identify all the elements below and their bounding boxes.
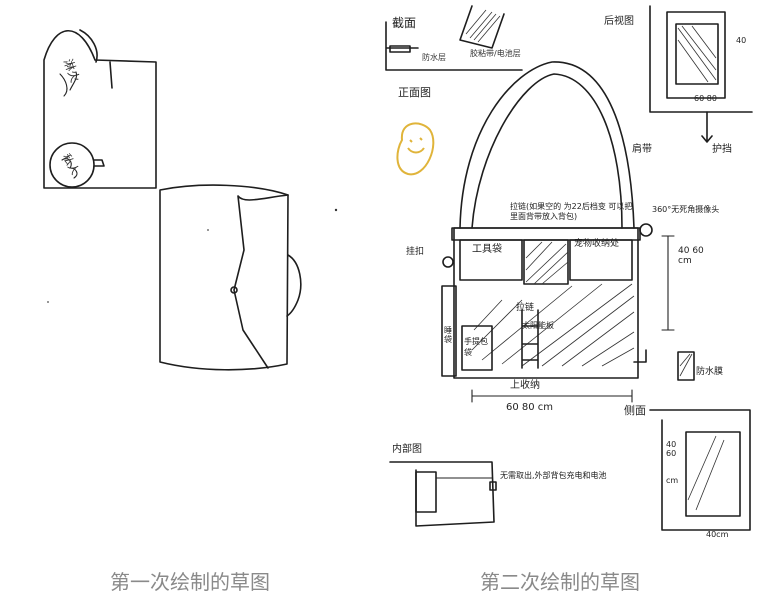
- front-view-label: 正面图: [398, 86, 431, 99]
- shoulder-strap: [459, 61, 635, 229]
- flat-pattern-outline: [43, 29, 157, 189]
- second-sketch-drawing: [385, 5, 753, 531]
- flat-pattern-circle: [49, 142, 95, 188]
- sleeping-bag-label: 睡袋: [444, 326, 452, 344]
- inner-view-label: 内部图: [392, 444, 422, 455]
- caption-first-sketch: 第一次绘制的草图: [110, 570, 270, 594]
- handle-note: 拉链(如果空的 为22后档变 可以把里面背带放入背包): [510, 202, 633, 221]
- first-sketch-drawing: [43, 29, 338, 371]
- guard-label: 护挡: [712, 144, 732, 155]
- back-dim-b: 40: [736, 36, 747, 45]
- zipper-strap-label: 拉链: [516, 303, 535, 313]
- side-view-label: 侧面: [624, 404, 646, 417]
- bag-body-outline: [159, 184, 289, 371]
- solar-label: 太阳能板: [522, 321, 554, 330]
- bag-side-handle: [286, 254, 302, 317]
- buckle-label: 挂扣: [406, 247, 425, 257]
- pet-pocket-label: 宠物收纳处: [574, 239, 620, 249]
- shoulder-strap-label: 肩带: [632, 144, 652, 155]
- protect-label: 防水膜: [696, 367, 724, 377]
- bottom-label: 上收纳: [510, 380, 540, 391]
- back-dim-a: 60 80: [694, 94, 717, 103]
- tool-bag-label: 工具袋: [472, 244, 502, 255]
- caption-second-sketch: 第二次绘制的草图: [480, 570, 640, 594]
- bag-hatching: [471, 241, 635, 367]
- section-sub-2: 胶粘带/电池层: [470, 49, 521, 58]
- back-view-label: 后视图: [604, 16, 634, 27]
- side-dim: 40 60: [666, 440, 677, 458]
- section-sub-1: 防水层: [422, 53, 446, 62]
- width-dimension: 60 80 cm: [506, 402, 554, 413]
- camera-note: 360°无死角摄像头: [652, 205, 720, 214]
- height-dimension: 40 60 cm: [678, 246, 704, 266]
- side-dim-cm: cm: [666, 476, 679, 485]
- inner-note: 无需取出,外部背包充电和电池: [500, 471, 607, 480]
- bag-flap: [233, 194, 289, 369]
- first-sketch-panel: 淋火 私人: [0, 0, 380, 555]
- handheld-bag-label: 手提包袋: [464, 337, 488, 357]
- second-sketch-panel: 截面 防水层 胶粘带/电池层 后视图 正面图 肩带 拉链(如果空的 为22后档变…: [382, 0, 772, 555]
- side-bottom-dim: 40cm: [706, 530, 729, 539]
- section-label: 截面: [392, 16, 417, 30]
